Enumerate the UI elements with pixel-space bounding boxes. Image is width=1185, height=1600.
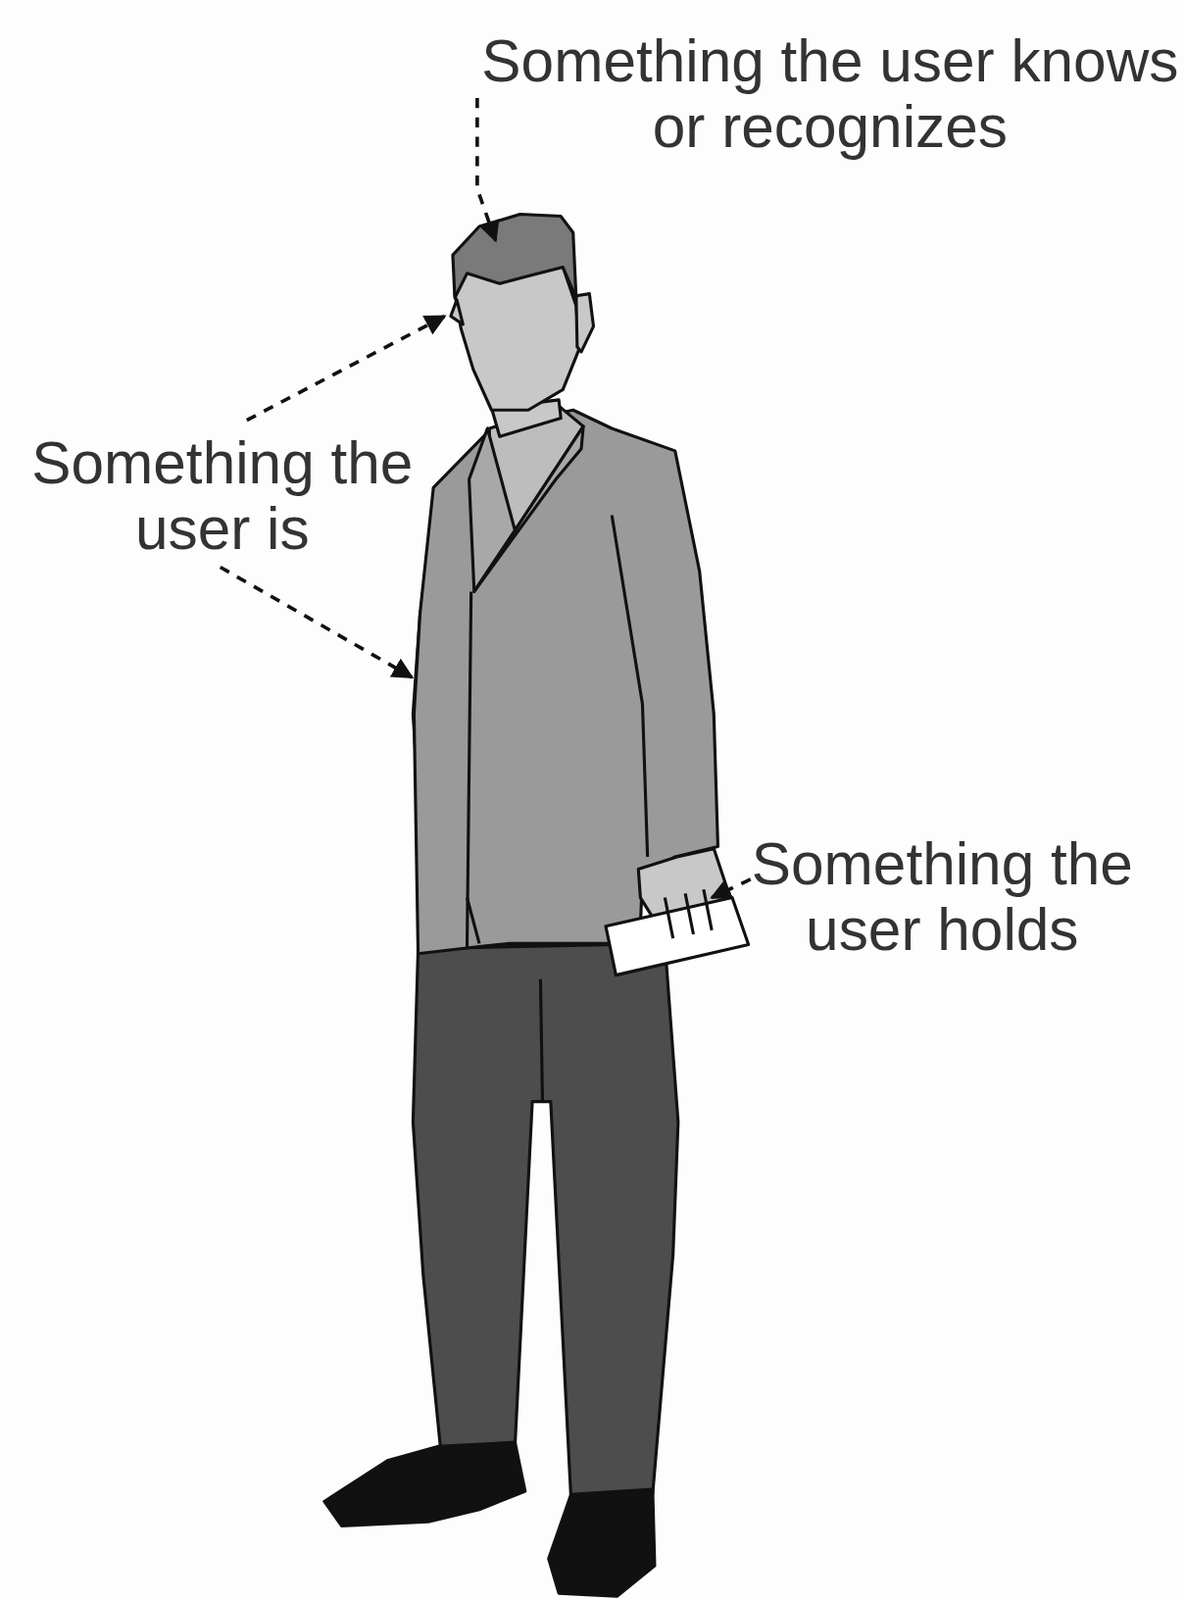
leader-arrow: [477, 98, 496, 242]
ear: [576, 294, 594, 352]
jacket-edge: [467, 591, 472, 948]
sleeve-line: [611, 514, 647, 857]
ear: [450, 299, 463, 325]
fingers: [664, 888, 712, 939]
right-shoe: [548, 1488, 655, 1596]
leader-arrow: [711, 879, 751, 898]
left-shoe: [324, 1441, 526, 1526]
hair: [452, 213, 577, 297]
leader-arrow: [220, 566, 413, 677]
trouser-seam: [540, 979, 543, 1102]
callout-label: Something the user is: [18, 430, 427, 561]
jacket-hem: [467, 897, 480, 944]
callout-label: Something the user knows or recognizes: [467, 28, 1185, 159]
callout-label: Something the user holds: [738, 831, 1146, 962]
right-lapel: [474, 426, 584, 593]
held-card: [605, 897, 749, 976]
trousers: [412, 942, 679, 1499]
leader-arrow: [246, 316, 445, 421]
